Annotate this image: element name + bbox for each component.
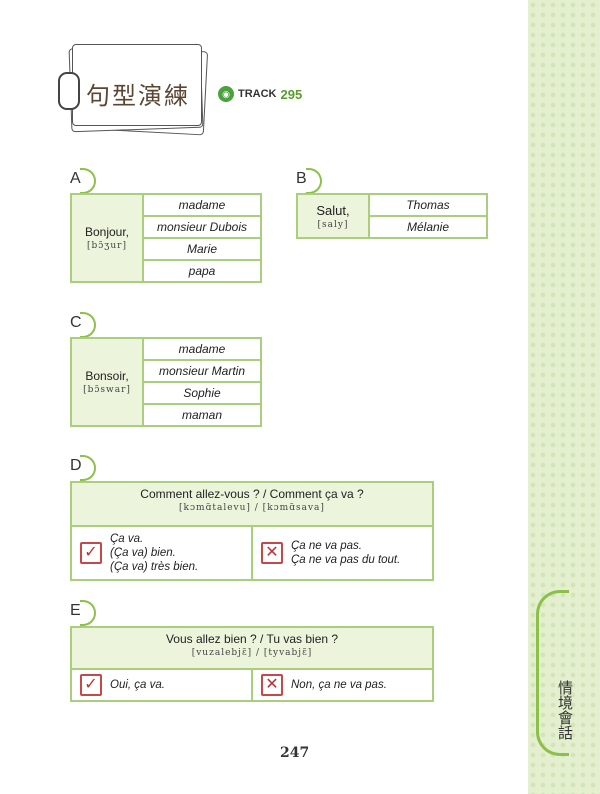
positive-answers: ✓ Oui, ça va. xyxy=(72,670,251,700)
section-b-lead: Salut,[saly] xyxy=(296,193,370,239)
section-e-label: E xyxy=(70,600,96,626)
section-e-box: Vous allez bien ? / Tu vas bien ?[vuzale… xyxy=(70,626,434,702)
chapter-sidebar: 情境會話 xyxy=(528,0,600,794)
answer-line: Oui, ça va. xyxy=(110,679,165,691)
section-c-label: C xyxy=(70,312,96,338)
track-label: TRACK xyxy=(238,88,277,100)
section-title: 句型演練 xyxy=(86,82,190,110)
cross-icon: ✕ xyxy=(261,542,283,564)
sidebar-tab-bracket xyxy=(536,590,569,756)
section-a-lead: Bonjour,[bɔ̃ʒur] xyxy=(70,193,144,283)
section-a-table: Bonjour,[bɔ̃ʒur] madame monsieur Dubois … xyxy=(70,193,262,283)
option-cell: Marie xyxy=(142,237,262,261)
check-icon: ✓ xyxy=(80,674,102,696)
answer-line: Ça ne va pas du tout. xyxy=(291,554,401,566)
check-icon: ✓ xyxy=(80,542,102,564)
cross-icon: ✕ xyxy=(261,674,283,696)
answer-line: (Ça va) très bien. xyxy=(110,561,199,573)
negative-answers: ✕ Ça ne va pas. Ça ne va pas du tout. xyxy=(251,527,432,579)
option-cell: Thomas xyxy=(368,193,488,217)
section-d-box: Comment allez-vous ? / Comment ça va ?[k… xyxy=(70,481,434,581)
section-e-question: Vous allez bien ? / Tu vas bien ?[vuzale… xyxy=(72,628,432,670)
section-c-table: Bonsoir,[bɔ̃swar] madame monsieur Martin… xyxy=(70,337,262,427)
section-b-label: B xyxy=(296,168,322,194)
answer-line: (Ça va) bien. xyxy=(110,547,176,559)
answer-line: Ça ne va pas. xyxy=(291,540,362,552)
sidebar-tab-label: 情境會話 xyxy=(556,680,574,740)
section-b-table: Salut,[saly] Thomas Mélanie xyxy=(296,193,488,239)
option-cell: Mélanie xyxy=(368,215,488,239)
section-a-label: A xyxy=(70,168,96,194)
negative-answers: ✕ Non, ça ne va pas. xyxy=(251,670,432,700)
audio-icon[interactable]: ◉ xyxy=(218,86,234,102)
section-c-lead: Bonsoir,[bɔ̃swar] xyxy=(70,337,144,427)
option-cell: madame xyxy=(142,337,262,361)
option-cell: monsieur Dubois xyxy=(142,215,262,239)
option-cell: monsieur Martin xyxy=(142,359,262,383)
answer-line: Ça va. xyxy=(110,533,144,545)
answer-line: Non, ça ne va pas. xyxy=(291,679,387,691)
track-badge[interactable]: ◉ TRACK 295 xyxy=(218,86,302,102)
option-cell: maman xyxy=(142,403,262,427)
option-cell: Sophie xyxy=(142,381,262,405)
option-cell: papa xyxy=(142,259,262,283)
option-cell: madame xyxy=(142,193,262,217)
track-number: 295 xyxy=(280,86,303,102)
section-d-label: D xyxy=(70,455,96,481)
binder-clip-icon xyxy=(58,72,80,110)
section-d-question: Comment allez-vous ? / Comment ça va ?[k… xyxy=(72,483,432,527)
positive-answers: ✓ Ça va. (Ça va) bien. (Ça va) très bien… xyxy=(72,527,251,579)
page-number: 247 xyxy=(280,745,310,761)
